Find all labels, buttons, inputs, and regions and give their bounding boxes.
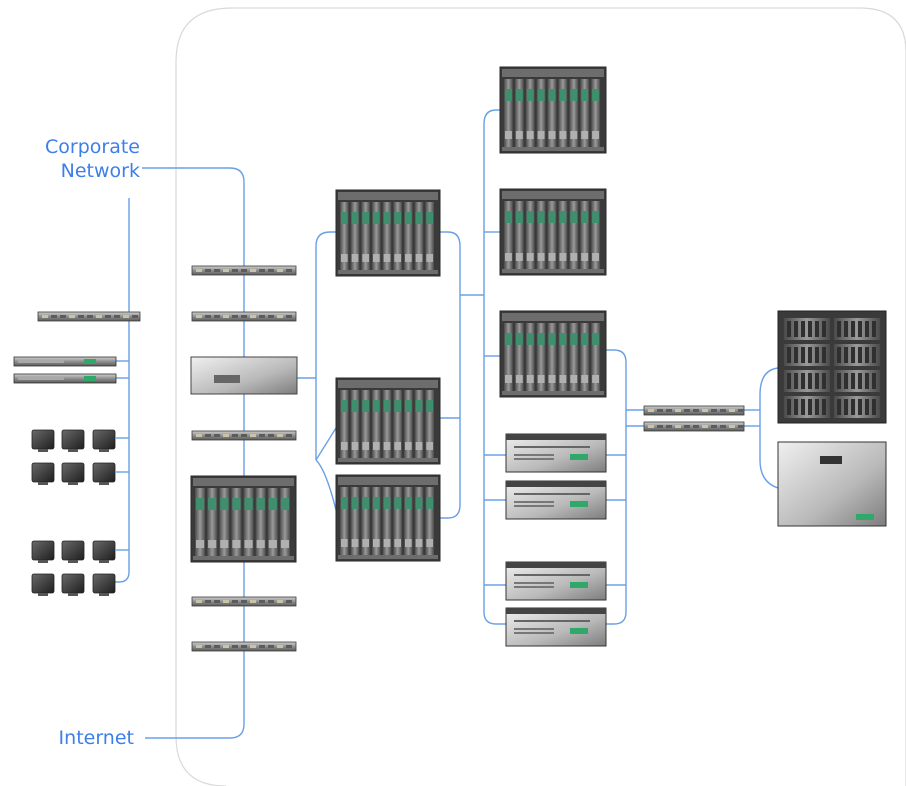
monitor-icon: [61, 540, 85, 563]
monitor-icon: [31, 573, 55, 596]
monitor-icon: [92, 540, 116, 563]
corporate-network-label: Corporate Network: [45, 135, 140, 183]
core-router-icon: [37, 311, 141, 322]
monitor-icon: [92, 573, 116, 596]
storage-array-icon: [777, 310, 887, 424]
monitor-icon: [92, 429, 116, 452]
tower-server-icon: [505, 433, 607, 473]
corporate-network-label-line1: Corporate: [45, 136, 140, 158]
server-appliance-icon: [13, 356, 117, 367]
blade-chassis-icon: [335, 377, 441, 465]
rack-switch-icon: [191, 430, 297, 441]
rack-switch-icon: [191, 265, 297, 276]
rack-switch-icon: [191, 311, 297, 322]
blade-chassis-icon: [335, 189, 441, 277]
monitor-icon: [92, 462, 116, 485]
rack-switch-icon: [643, 421, 745, 432]
monitor-icon: [31, 429, 55, 452]
rack-switch-icon: [191, 641, 297, 652]
monitor-icon: [31, 462, 55, 485]
blade-chassis-icon: [335, 474, 441, 562]
monitor-icon: [31, 540, 55, 563]
monitor-icon: [61, 429, 85, 452]
server-appliance-icon: [13, 373, 117, 384]
rack-switch-icon: [643, 405, 745, 416]
rack-switch-icon: [191, 596, 297, 607]
tape-library-icon: [777, 441, 887, 527]
internet-label: Internet: [58, 727, 134, 749]
corporate-network-label-line2: Network: [60, 160, 140, 182]
firewall-appliance-icon: [190, 356, 298, 395]
tower-server-icon: [505, 561, 607, 601]
blade-chassis-icon: [190, 475, 297, 563]
blade-chassis-icon: [499, 66, 607, 154]
blade-chassis-icon: [499, 188, 607, 276]
monitor-icon: [61, 573, 85, 596]
blade-chassis-icon: [499, 310, 607, 398]
tower-server-icon: [505, 480, 607, 520]
monitor-icon: [61, 462, 85, 485]
tower-server-icon: [505, 607, 607, 647]
